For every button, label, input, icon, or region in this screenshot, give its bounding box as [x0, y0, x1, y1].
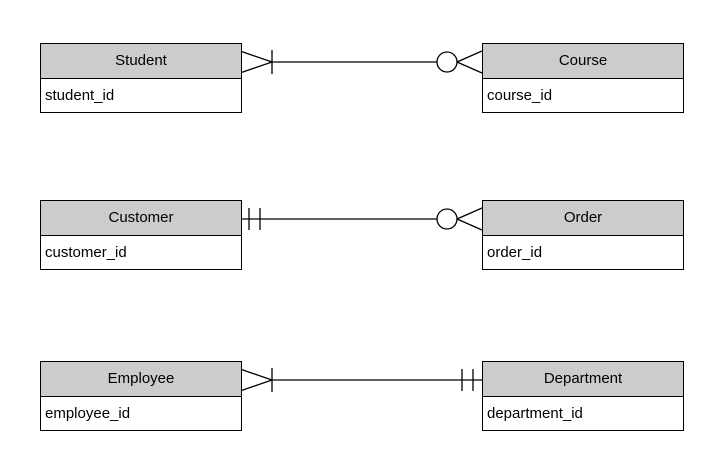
entity-course-attribute: course_id — [487, 87, 553, 104]
crows-foot-prong — [456, 50, 483, 63]
crows-foot-prong — [456, 218, 483, 231]
relationship-employee-department[interactable] — [239, 368, 482, 392]
entity-customer-attribute: customer_id — [45, 244, 127, 261]
entity-employee-attribute: employee_id — [45, 405, 131, 422]
entity-department[interactable]: Department department_id — [482, 361, 684, 431]
crows-foot-prong — [239, 61, 273, 74]
relationship-customer-order[interactable] — [240, 207, 483, 231]
crows-foot-prong — [239, 50, 273, 63]
crows-foot-prong — [456, 61, 483, 74]
entity-course-title: Course — [483, 44, 683, 79]
entity-student-attribute: student_id — [45, 87, 115, 104]
entity-order-title: Order — [483, 201, 683, 236]
entity-order-attribute: order_id — [487, 244, 543, 261]
entity-student-title: Student — [41, 44, 241, 79]
relationship-student-course[interactable] — [239, 50, 483, 74]
entity-employee-title: Employee — [41, 362, 241, 397]
entity-student[interactable]: Student student_id — [40, 43, 242, 113]
entity-customer[interactable]: Customer customer_id — [40, 200, 242, 270]
entity-department-title: Department — [483, 362, 683, 397]
crows-foot-prong — [456, 207, 483, 220]
entity-course[interactable]: Course course_id — [482, 43, 684, 113]
crows-foot-prong — [239, 379, 273, 392]
entity-employee[interactable]: Employee employee_id — [40, 361, 242, 431]
crows-foot-prong — [239, 368, 273, 381]
entity-department-attribute: department_id — [487, 405, 583, 422]
entity-order[interactable]: Order order_id — [482, 200, 684, 270]
entity-customer-title: Customer — [41, 201, 241, 236]
